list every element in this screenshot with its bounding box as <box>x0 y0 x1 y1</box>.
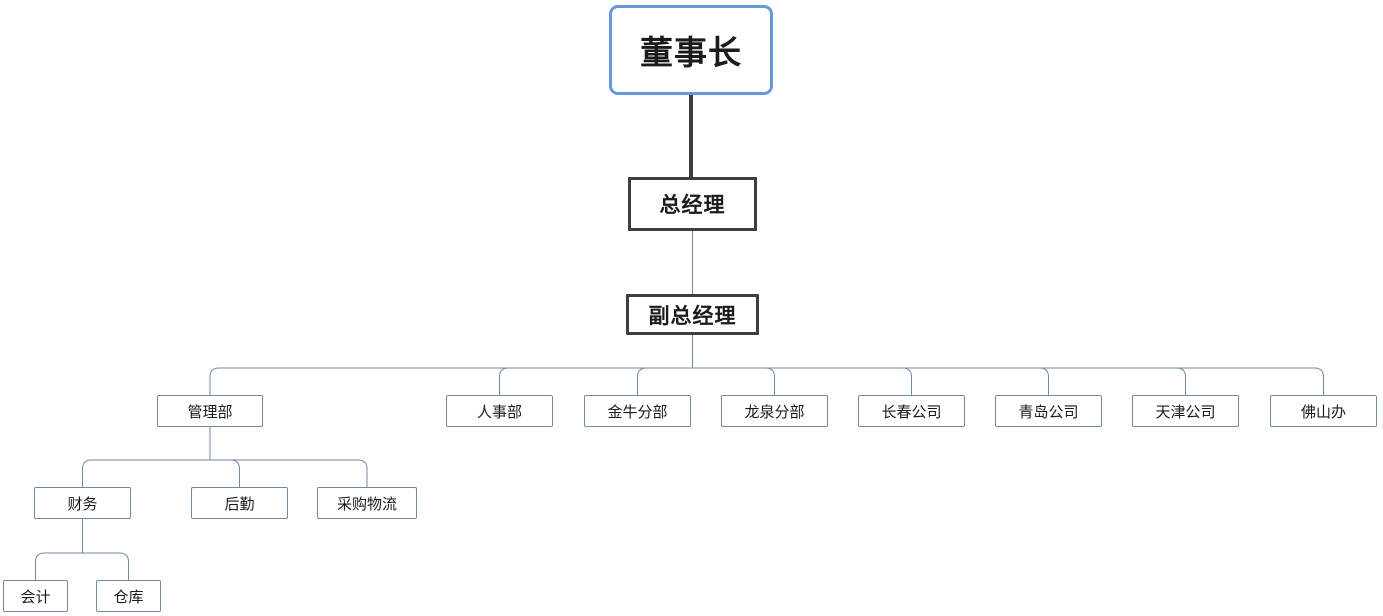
org-node-logistics[interactable]: 后勤 <box>191 487 288 519</box>
org-node-label: 会计 <box>20 588 51 606</box>
connector-line <box>210 459 240 487</box>
org-node-jinniu[interactable]: 金牛分部 <box>584 395 691 427</box>
org-node-label: 总经理 <box>659 194 726 217</box>
org-node-label: 金牛分部 <box>607 403 668 421</box>
org-node-gm[interactable]: 总经理 <box>628 177 757 231</box>
org-node-deputy_gm[interactable]: 副总经理 <box>626 294 759 335</box>
connector-line <box>82 459 210 487</box>
org-node-label: 副总经理 <box>648 304 737 328</box>
connector-line <box>82 552 129 580</box>
connector-line <box>35 552 83 580</box>
org-node-label: 董事长 <box>640 34 742 71</box>
org-node-label: 采购物流 <box>336 495 397 513</box>
connector-line <box>692 367 775 395</box>
org-node-longquan[interactable]: 龙泉分部 <box>721 395 828 427</box>
org-node-foshan[interactable]: 佛山办 <box>1270 395 1377 427</box>
org-node-tianjin[interactable]: 天津公司 <box>1132 395 1239 427</box>
connector-line <box>692 367 912 395</box>
org-node-qingdao[interactable]: 青岛公司 <box>995 395 1102 427</box>
org-node-accounting[interactable]: 会计 <box>3 580 68 612</box>
connector-line <box>499 367 693 395</box>
org-node-label: 龙泉分部 <box>744 403 805 421</box>
connector-line <box>692 367 1324 395</box>
org-node-label: 人事部 <box>476 403 522 421</box>
connector-line <box>637 367 693 395</box>
connector-line <box>692 367 1049 395</box>
org-node-label: 财务 <box>67 495 98 513</box>
org-node-warehouse[interactable]: 仓库 <box>96 580 161 612</box>
connector-line <box>692 367 1186 395</box>
org-node-label: 后勤 <box>224 495 255 513</box>
org-node-label: 佛山办 <box>1300 403 1346 421</box>
org-node-changchun[interactable]: 长春公司 <box>858 395 965 427</box>
org-node-admin[interactable]: 管理部 <box>157 395 263 427</box>
org-node-hr[interactable]: 人事部 <box>446 395 553 427</box>
org-node-purchase[interactable]: 采购物流 <box>317 487 417 519</box>
org-node-finance[interactable]: 财务 <box>34 487 131 519</box>
connector-line <box>209 367 693 395</box>
org-node-label: 长春公司 <box>881 403 942 421</box>
org-node-chairman[interactable]: 董事长 <box>609 5 773 95</box>
org-node-label: 管理部 <box>187 403 233 421</box>
org-node-label: 天津公司 <box>1155 403 1216 421</box>
connector-line <box>210 459 368 487</box>
org-node-label: 青岛公司 <box>1018 403 1079 421</box>
org-node-label: 仓库 <box>113 588 144 606</box>
